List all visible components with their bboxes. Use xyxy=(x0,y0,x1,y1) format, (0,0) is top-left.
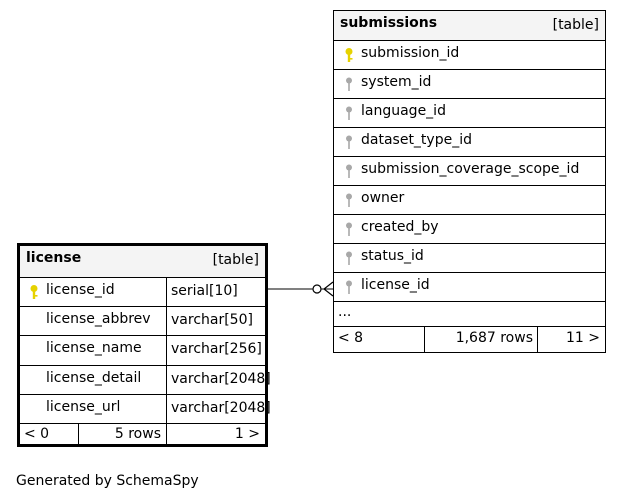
license-table-name: license xyxy=(26,250,82,266)
row-count: 5 rows xyxy=(78,423,166,444)
column-name: language_id xyxy=(361,103,446,119)
license-table-footer: < 0 5 rows 1 > xyxy=(20,423,265,444)
column-row[interactable]: language_id xyxy=(334,98,605,128)
license-table[interactable]: license [table] license_id serial[10] li… xyxy=(17,243,271,447)
primary-key-icon xyxy=(30,285,38,299)
submissions-table-footer: < 8 1,687 rows 11 > xyxy=(334,327,605,352)
parents-count[interactable]: < 0 xyxy=(24,426,50,442)
license-table-header: license [table] xyxy=(20,246,265,278)
column-name: created_by xyxy=(361,219,439,235)
column-name: license_detail xyxy=(46,370,142,386)
column-name: dataset_type_id xyxy=(361,132,472,148)
column-name: status_id xyxy=(361,248,424,264)
foreign-key-icon xyxy=(346,106,352,120)
column-name: license_name xyxy=(46,340,142,356)
foreign-key-icon xyxy=(346,222,352,236)
column-name: submission_coverage_scope_id xyxy=(361,161,580,177)
submissions-table-name: submissions xyxy=(340,15,438,31)
parents-count[interactable]: < 8 xyxy=(338,330,364,346)
more-columns-row: ... xyxy=(334,301,605,327)
column-row[interactable]: license_abbrev varchar[50] xyxy=(20,306,265,336)
column-row[interactable]: dataset_type_id xyxy=(334,127,605,157)
generated-by-caption: Generated by SchemaSpy xyxy=(16,473,199,489)
foreign-key-icon xyxy=(346,193,352,207)
foreign-key-icon xyxy=(346,251,352,265)
column-row[interactable]: license_id serial[10] xyxy=(20,277,265,307)
zero-optional-marker xyxy=(312,284,322,294)
column-name: system_id xyxy=(361,74,432,90)
more-columns-ellipsis: ... xyxy=(338,304,352,320)
column-type: varchar[256] xyxy=(166,335,262,365)
column-name: license_abbrev xyxy=(46,311,151,327)
submissions-table-kind: [table] xyxy=(552,17,599,33)
column-type: varchar[2048] xyxy=(166,365,271,394)
column-row[interactable]: system_id xyxy=(334,69,605,99)
column-row[interactable]: license_detail varchar[2048] xyxy=(20,365,271,395)
column-row[interactable]: submission_coverage_scope_id xyxy=(334,156,605,186)
column-row[interactable]: owner xyxy=(334,185,605,215)
children-count[interactable]: 1 > xyxy=(166,423,265,444)
column-name: submission_id xyxy=(361,45,460,61)
column-name: license_url xyxy=(46,399,121,415)
column-row[interactable]: license_id xyxy=(334,272,605,302)
column-row[interactable]: license_url varchar[2048] xyxy=(20,394,271,424)
foreign-key-icon xyxy=(346,135,352,149)
primary-key-icon xyxy=(345,48,353,62)
crows-foot-many-marker xyxy=(323,281,334,297)
foreign-key-icon xyxy=(346,164,352,178)
submissions-table-header: submissions [table] xyxy=(334,11,605,41)
column-row[interactable]: submission_id xyxy=(334,40,605,70)
column-type: serial[10] xyxy=(166,277,238,306)
children-count[interactable]: 11 > xyxy=(537,327,605,352)
column-name: license_id xyxy=(361,277,430,293)
submissions-table[interactable]: submissions [table] submission_id system… xyxy=(333,10,606,353)
column-type: varchar[2048] xyxy=(166,394,271,423)
column-name: license_id xyxy=(46,282,115,298)
column-type: varchar[50] xyxy=(166,306,253,335)
column-row[interactable]: created_by xyxy=(334,214,605,244)
column-row[interactable]: status_id xyxy=(334,243,605,273)
license-table-kind: [table] xyxy=(212,252,259,268)
column-row[interactable]: license_name varchar[256] xyxy=(20,335,265,366)
foreign-key-icon xyxy=(346,280,352,294)
column-name: owner xyxy=(361,190,405,206)
row-count: 1,687 rows xyxy=(424,327,538,352)
foreign-key-icon xyxy=(346,77,352,91)
